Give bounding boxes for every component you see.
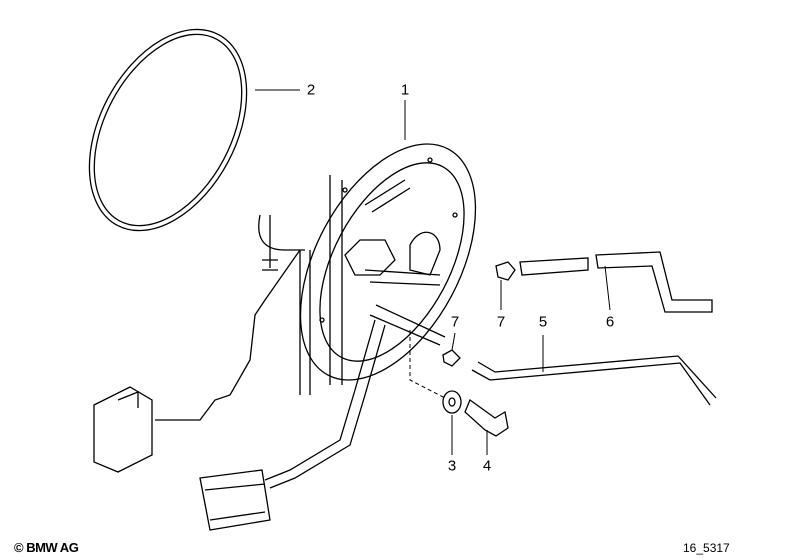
part-label-6: 6 (605, 313, 615, 331)
part-label-3: 3 (447, 457, 457, 475)
level-sensor (93, 249, 301, 473)
leader-lines (255, 89, 611, 455)
sealing-ring (88, 28, 248, 232)
part-label-7b: 7 (496, 313, 506, 331)
hose-clamps (442, 261, 516, 367)
part-label-5: 5 (538, 313, 548, 331)
part-label-4: 4 (482, 457, 492, 475)
hose-6 (519, 251, 713, 313)
part-label-7a: 7 (450, 313, 460, 331)
diagram-reference: 16_5317 (683, 541, 730, 555)
fuel-pump-flange (258, 143, 477, 395)
part-label-2: 2 (306, 81, 316, 99)
part-label-1: 1 (400, 81, 410, 99)
wiring-harness (199, 319, 386, 531)
hose-5 (471, 355, 717, 406)
copyright-text: © BMW AG (14, 540, 79, 555)
washer-and-screw (442, 390, 509, 437)
